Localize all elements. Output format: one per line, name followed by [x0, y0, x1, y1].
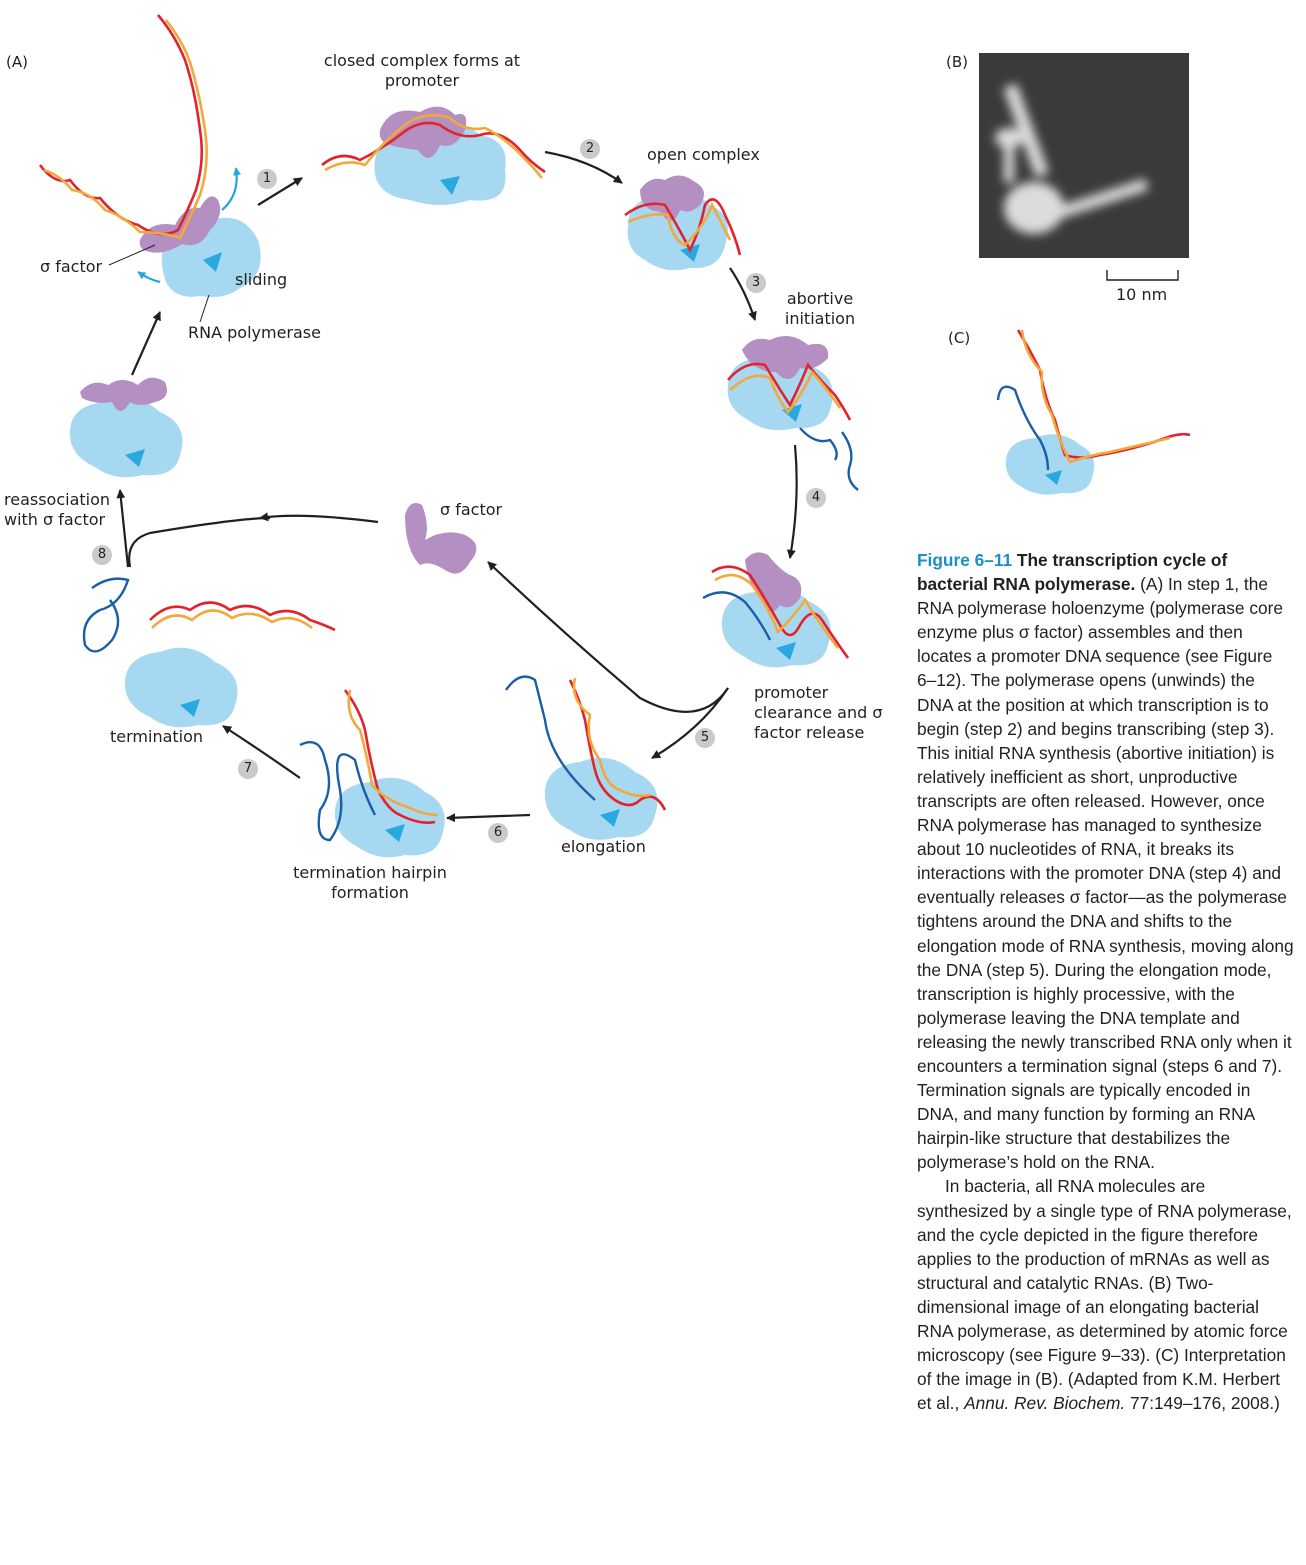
- caption-paragraph-1: Figure 6–11 The transcription cycle of b…: [917, 548, 1295, 1174]
- reassociated-holoenzyme: [70, 378, 183, 478]
- step-badge-1: 1: [257, 169, 277, 189]
- step-badge-4: 4: [806, 488, 826, 508]
- caption-paragraph-2: In bacteria, all RNA molecules are synth…: [917, 1174, 1295, 1415]
- arrow-step-7: [223, 726, 300, 778]
- step-badge-5: 5: [695, 728, 715, 748]
- promoter-clearance: [703, 552, 848, 667]
- step-badge-3: 3: [746, 273, 766, 293]
- arrow-sigma-release: [488, 562, 728, 712]
- caption-body-1: (A) In step 1, the RNA polymerase holoen…: [917, 574, 1294, 1172]
- caption-body-2: In bacteria, all RNA molecules are synth…: [917, 1176, 1292, 1413]
- closed-complex: [322, 107, 545, 205]
- label-elongation: elongation: [561, 837, 646, 857]
- open-complex: [625, 175, 740, 270]
- label-rna-polymerase: RNA polymerase: [188, 323, 321, 343]
- scale-bar: [1107, 270, 1178, 280]
- arrow-reassoc-to-start: [132, 312, 160, 375]
- label-termination: termination: [110, 727, 203, 747]
- label-closed-complex: closed complex forms at promoter: [322, 51, 522, 91]
- panel-b-label: (B): [946, 52, 968, 72]
- afm-micrograph: [979, 53, 1189, 258]
- cyan-arrow-left: [138, 272, 160, 282]
- label-abortive-initiation: abortive initiation: [780, 289, 860, 329]
- label-open-complex: open complex: [647, 145, 760, 165]
- caption-journal: Annu. Rev. Biochem.: [964, 1393, 1125, 1413]
- arrow-step-5: [652, 688, 728, 758]
- label-free-sigma-factor: σ factor: [440, 500, 502, 520]
- step-badge-8: 8: [92, 545, 112, 565]
- label-termination-hairpin: termination hairpin formation: [285, 863, 455, 903]
- panel-c-label: (C): [948, 328, 970, 348]
- step-badge-7: 7: [238, 759, 258, 779]
- termination-hairpin-complex: [300, 690, 445, 857]
- label-reassociation: reassociation with σ factor: [4, 490, 122, 530]
- step-badge-6: 6: [488, 823, 508, 843]
- arrow-step-4: [790, 445, 797, 558]
- label-sigma-factor: σ factor: [40, 257, 102, 277]
- scale-bar-label: 10 nm: [1116, 285, 1167, 305]
- panel-a-label: (A): [6, 52, 28, 72]
- label-promoter-clearance: promoter clearance and σ factor release: [754, 683, 894, 743]
- caption-figure-number: Figure 6–11: [917, 550, 1012, 570]
- abortive-initiation: [728, 336, 858, 490]
- cyan-arrow-up: [222, 168, 237, 210]
- arrow-step-6: [447, 815, 530, 818]
- termination-complex: [84, 579, 335, 728]
- panel-c-interpretation: [998, 330, 1190, 495]
- afm-image: [979, 53, 1189, 258]
- arrow-sigma-to-reassoc: [260, 516, 378, 522]
- caption-citation-end: 77:149–176, 2008.): [1130, 1393, 1280, 1413]
- step-badge-2: 2: [580, 139, 600, 159]
- figure-caption: Figure 6–11 The transcription cycle of b…: [917, 548, 1295, 1415]
- arrow-step-8: [129, 518, 270, 567]
- label-sliding: sliding: [235, 270, 287, 290]
